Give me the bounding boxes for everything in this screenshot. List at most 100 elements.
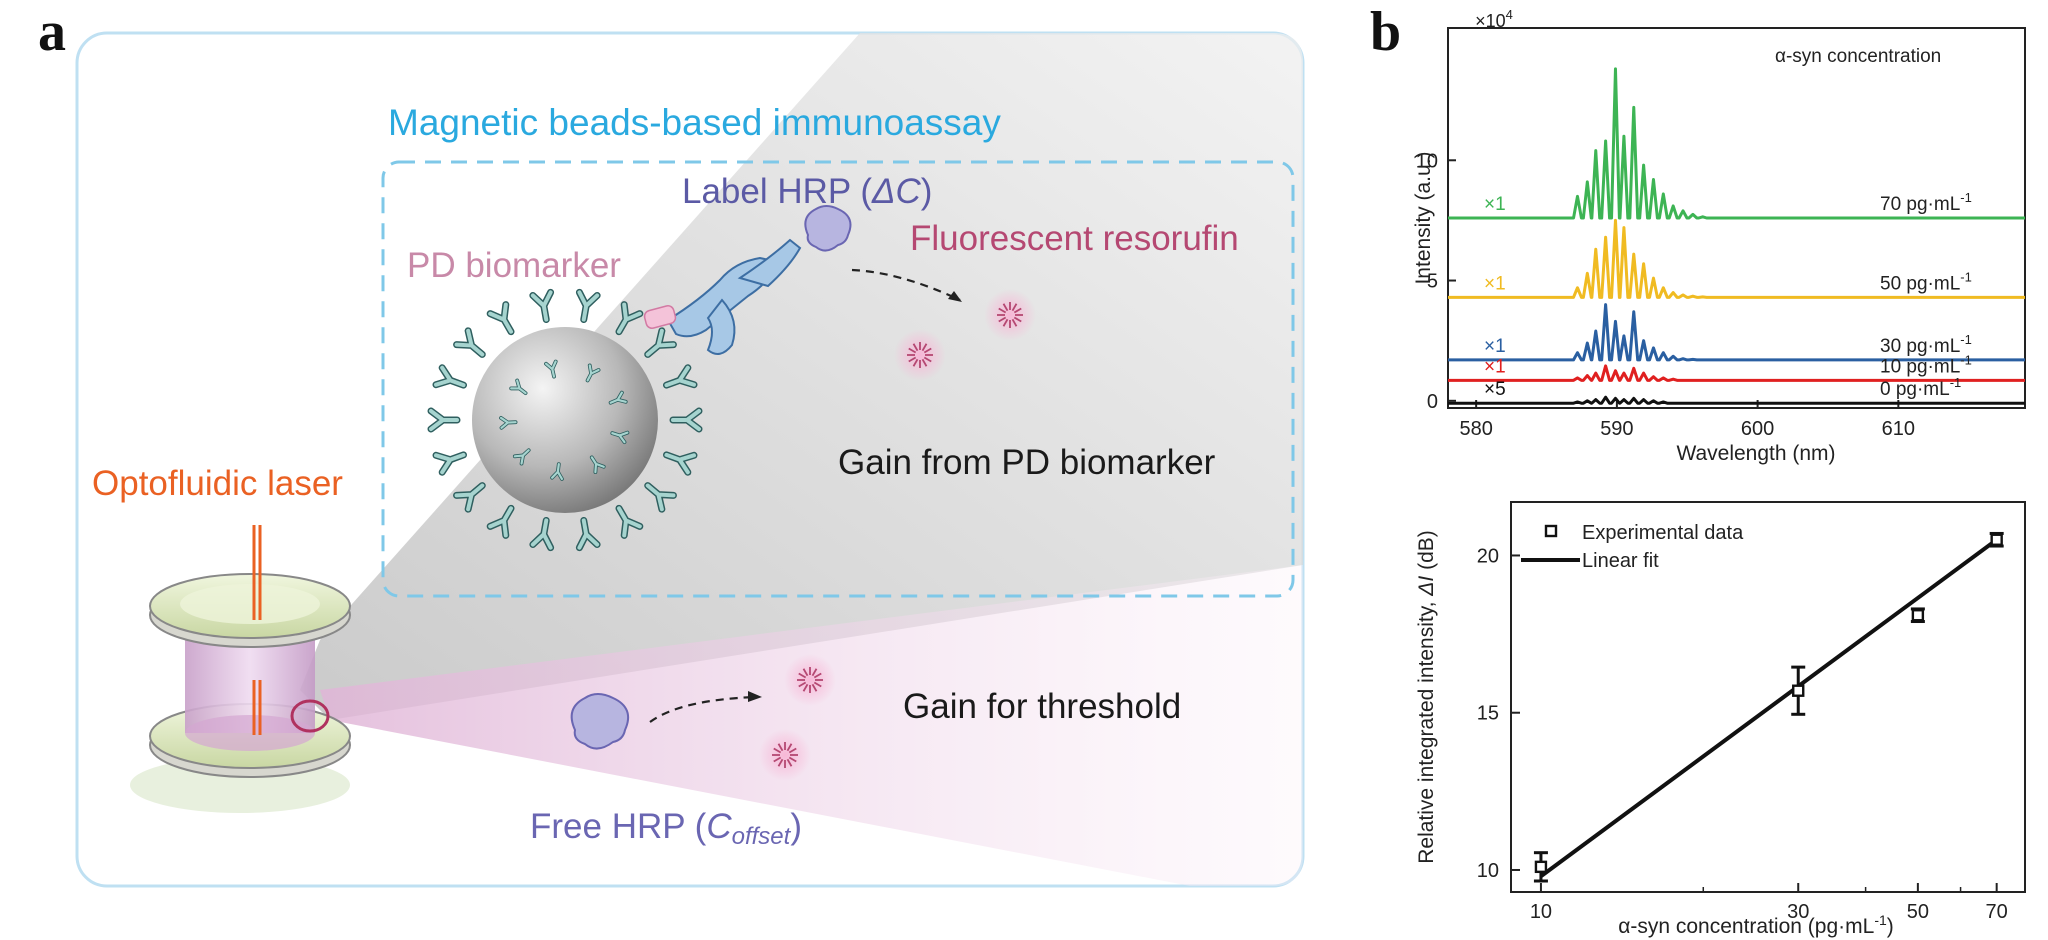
data-point — [1792, 684, 1805, 697]
spectrum-series-label: 30 pg·mL-1 — [1880, 332, 1972, 357]
scatter-xtick-label: 50 — [1907, 901, 1929, 923]
antibody-icon — [432, 451, 468, 476]
spectra-exponent: ×104 — [1475, 7, 1513, 31]
spectrum-scale-label: ×5 — [1484, 379, 1506, 400]
spectrum-line — [1448, 395, 2025, 405]
scatter-xtick-label: 30 — [1787, 901, 1809, 923]
antibody-icon — [585, 363, 601, 383]
spectrum-scale-label: ×1 — [1484, 194, 1506, 215]
spectrum-series-label: 50 pg·mL-1 — [1880, 269, 1972, 294]
linear-fit-line — [1539, 538, 1998, 878]
spectra-ytick-label: 5 — [1427, 271, 1438, 293]
antibody-icon — [610, 430, 630, 445]
antibody-icon — [589, 455, 606, 475]
spectra-annotation: α-syn concentration — [1775, 46, 1941, 67]
concentration-chart: 10 30 50 70 10 15 20 Experimental data Linear … — [1415, 501, 2026, 938]
antibody-icon — [509, 378, 528, 396]
antibody-icon — [662, 364, 698, 389]
antibody-icon — [615, 504, 644, 539]
reaction-arrow-top — [851, 268, 961, 301]
immunoassay-title: Magnetic beads-based immunoassay — [388, 102, 1001, 143]
antibody-icon — [453, 482, 486, 513]
threshold-beam — [320, 565, 1303, 886]
spectrum-line — [1448, 364, 2025, 382]
arrow-head-top — [948, 291, 962, 302]
panel-a-diagram: Magnetic beads-based immunoassay Label H… — [75, 31, 1305, 888]
pd-biomarker-label: PD biomarker — [407, 246, 621, 285]
spectra-ytick-label: 0 — [1427, 391, 1438, 413]
data-point — [1990, 533, 2003, 546]
magnetic-bead — [472, 327, 658, 513]
spectra-xtick-label: 580 — [1459, 418, 1492, 440]
legend-experimental: Experimental data — [1582, 522, 1744, 544]
antibody-icon — [615, 301, 644, 336]
antibody-icon — [512, 448, 531, 466]
spectrum-line — [1448, 303, 2025, 362]
spectrum-scale-label: ×1 — [1484, 336, 1506, 357]
antibody-icon — [662, 451, 698, 476]
free-hrp-label: Free HRP (Coffset) — [530, 807, 802, 850]
spectra-ytick-label: 10 — [1416, 150, 1438, 172]
label-antibody-icon — [643, 238, 802, 355]
antibody-cluster — [427, 288, 703, 552]
gain-threshold-label: Gain for threshold — [903, 687, 1181, 726]
hrp-enzyme-icon — [804, 205, 852, 252]
antibody-icon — [432, 364, 468, 389]
spectra-ylabel: Intensity (a.u.) — [1412, 151, 1435, 284]
spectrum-series: ×1 30 pg·mL-1 — [1448, 303, 2025, 362]
antibody-icon — [453, 327, 486, 358]
legend-linear-fit: Linear fit — [1582, 550, 1659, 572]
reaction-arrow-bottom — [649, 695, 756, 723]
spectrum-line — [1448, 218, 2025, 299]
spectrum-scale-label: ×1 — [1484, 356, 1506, 377]
free-hrp-icon — [570, 693, 629, 750]
panel-a-letter: a — [38, 1, 66, 63]
antibody-icon — [529, 288, 555, 324]
scatter-ylabel: Relative integrated intensity, ΔI (dB) — [1415, 530, 1438, 864]
scatter-ytick-label: 15 — [1477, 703, 1499, 725]
scatter-xtick-label: 10 — [1530, 901, 1552, 923]
antibody-icon — [575, 288, 601, 324]
scatter-ytick-label: 20 — [1477, 545, 1499, 567]
data-point — [1534, 860, 1548, 874]
resorufin-icon — [759, 729, 811, 781]
antibody-icon — [486, 504, 515, 539]
spectrum-series: ×1 70 pg·mL-1 — [1448, 67, 2025, 220]
scatter-ytick-label: 10 — [1477, 860, 1499, 882]
scatter-plot-frame — [1510, 501, 2026, 893]
immunoassay-box — [381, 160, 1295, 598]
antibody-icon — [550, 462, 564, 481]
label-hrp-label: Label HRP (ΔC) — [682, 172, 932, 211]
antibody-icon — [544, 359, 558, 379]
antibody-icon — [669, 407, 703, 433]
optofluidic-label: Optofluidic laser — [92, 464, 343, 503]
spectrum-scale-label: ×1 — [1484, 273, 1506, 294]
spectrum-series: ×1 50 pg·mL-1 — [1448, 218, 2025, 299]
spectrum-series: ×1 10 pg·mL-1 — [1448, 352, 2025, 382]
optofluidic-device-icon — [130, 525, 351, 813]
panel-b-letter: b — [1370, 1, 1402, 63]
resorufin-icon — [894, 329, 946, 381]
antibody-icon — [499, 416, 518, 430]
arrow-head-bottom — [748, 691, 762, 702]
scatter-xtick-label: 70 — [1986, 901, 2008, 923]
gain-pd-label: Gain from PD biomarker — [838, 443, 1216, 482]
spectra-xlabel: Wavelength (nm) — [1676, 442, 1835, 465]
spectrum-series-label: 70 pg·mL-1 — [1880, 190, 1972, 215]
data-point — [1911, 609, 1925, 622]
resorufin-molecules — [759, 289, 1036, 781]
antibody-icon — [644, 327, 677, 358]
resorufin-icon — [984, 289, 1036, 341]
antibody-icon — [486, 301, 515, 336]
fluorescent-label: Fluorescent resorufin — [910, 219, 1239, 258]
scatter-xlabel: α-syn concentration (pg·mL-1) — [1618, 912, 1894, 938]
spectrum-series-label: 10 pg·mL-1 — [1880, 352, 1972, 377]
resorufin-icon — [784, 654, 836, 706]
antibody-icon — [529, 516, 555, 552]
spectra-xtick-label: 600 — [1741, 418, 1774, 440]
legend-square-marker — [1544, 524, 1558, 538]
antibody-icon — [575, 516, 601, 552]
